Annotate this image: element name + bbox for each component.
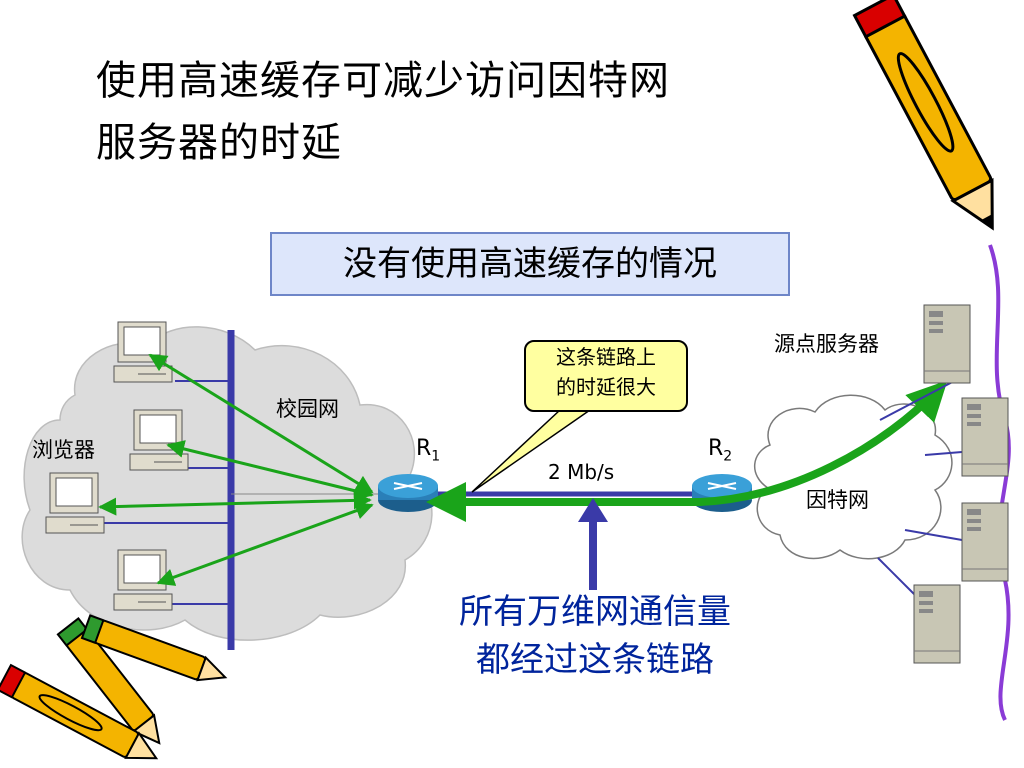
traffic-path — [426, 380, 948, 522]
note-line-1: 所有万维网通信量 — [459, 592, 731, 632]
router-icon — [378, 474, 438, 512]
router2-name: R — [708, 436, 724, 461]
internet-cloud — [753, 394, 953, 560]
decorative-border-line — [988, 244, 1011, 721]
server-icon — [913, 584, 961, 664]
delay-callout: 这条链路上 的时延很大 — [524, 340, 688, 412]
server-icon — [961, 397, 1009, 477]
link-speed-label: 2 Mb/s — [548, 460, 615, 484]
callout-line-2: 的时延很大 — [556, 375, 656, 399]
server-icon — [923, 304, 971, 384]
campus-network-label: 校园网 — [276, 397, 339, 421]
router2-label: R2 — [708, 436, 732, 464]
page-title: 使用高速缓存可减少访问因特网 服务器的时延 — [96, 50, 670, 174]
router1-name: R — [416, 436, 432, 461]
pencil-icon — [80, 614, 228, 682]
pencil-icon — [0, 663, 159, 760]
router2-subscript: 2 — [723, 448, 733, 465]
server-icon — [961, 502, 1009, 582]
router1-label: R1 — [416, 436, 440, 464]
pencil-icon — [852, 0, 994, 231]
browser-label: 浏览器 — [32, 438, 95, 462]
title-line-2: 服务器的时延 — [96, 120, 342, 166]
callout-line-1: 这条链路上 — [556, 345, 656, 369]
note-line-2: 都经过这条链路 — [476, 640, 714, 680]
computer-icon — [45, 472, 105, 534]
internet-label: 因特网 — [806, 488, 869, 512]
router1-subscript: 1 — [431, 448, 441, 465]
pencil-icon — [56, 617, 161, 745]
scenario-heading: 没有使用高速缓存的情况 — [270, 232, 790, 296]
title-line-1: 使用高速缓存可减少访问因特网 — [96, 58, 670, 104]
computer-icon — [113, 549, 173, 611]
computer-icon — [129, 409, 189, 471]
computer-icon — [113, 321, 173, 383]
origin-server-label: 源点服务器 — [774, 332, 879, 356]
traffic-note: 所有万维网通信量 都经过这条链路 — [430, 588, 760, 684]
